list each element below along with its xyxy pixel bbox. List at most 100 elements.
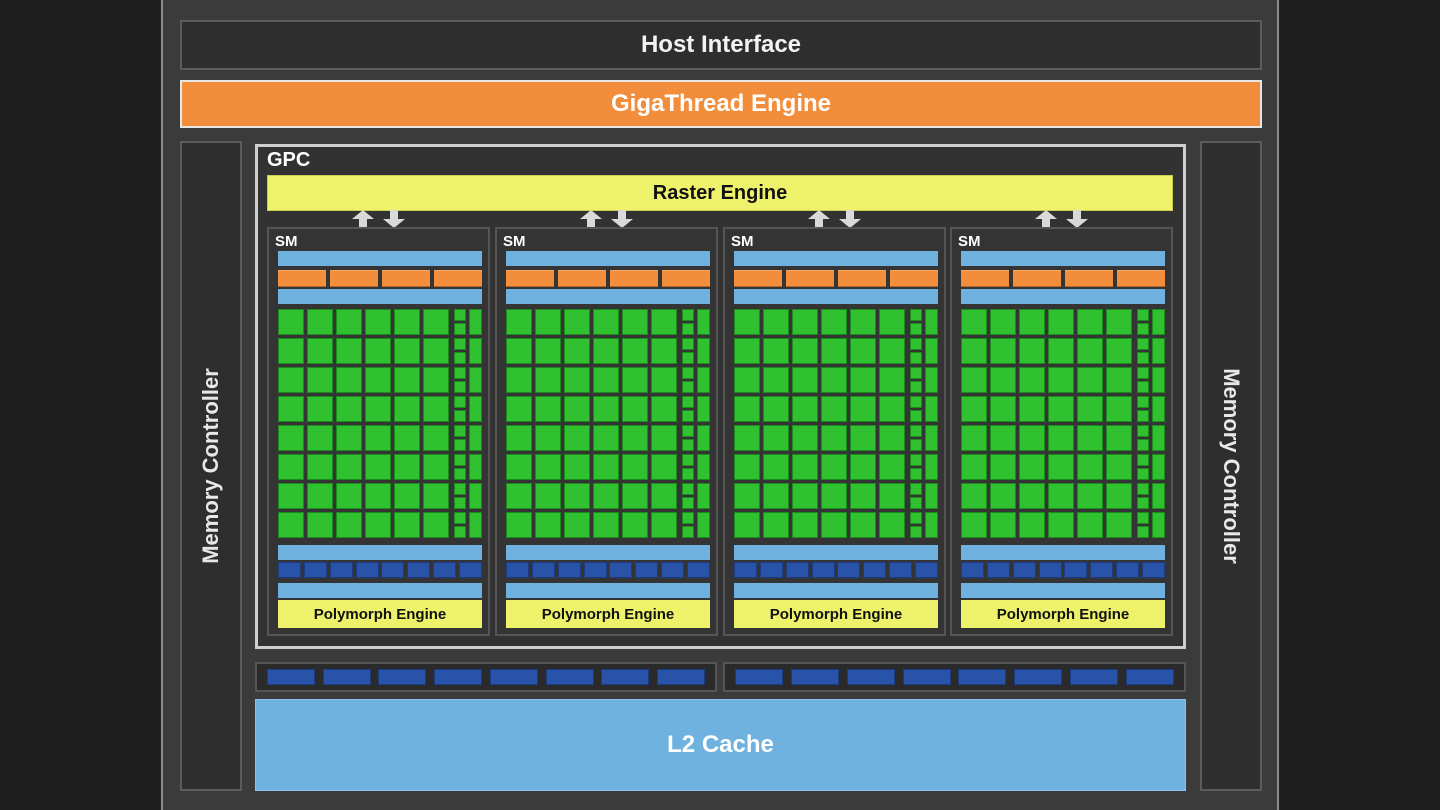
sfu-unit: [910, 439, 922, 451]
cuda-core: [763, 512, 789, 538]
interconnect-bar: [734, 545, 938, 560]
warp-scheduler-unit: [610, 270, 658, 287]
cuda-core: [307, 338, 333, 364]
sfu-unit: [910, 468, 922, 480]
memory-controller-right-label: Memory Controller: [1219, 368, 1244, 564]
cuda-core: [336, 425, 362, 451]
sm-label: SM: [275, 233, 298, 250]
cuda-core: [336, 309, 362, 335]
cache-unit: [734, 669, 783, 685]
cuda-core: [394, 483, 420, 509]
sfu-unit: [682, 468, 694, 480]
raster-engine-label: Raster Engine: [652, 181, 788, 204]
cuda-core: [278, 454, 304, 480]
memory-controller-left: Memory Controller: [180, 141, 242, 791]
cuda-core: [506, 367, 532, 393]
cache-unit: [601, 669, 650, 685]
ld-st-unit: [469, 483, 482, 509]
warp-scheduler-unit: [330, 270, 378, 287]
warp-scheduler-row: [961, 270, 1165, 287]
texture-unit: [837, 562, 861, 578]
cuda-core: [961, 512, 987, 538]
warp-scheduler-unit: [961, 270, 1009, 287]
sfu-unit: [454, 352, 466, 364]
sfu-unit: [682, 526, 694, 538]
cuda-core: [365, 396, 391, 422]
ld-st-unit: [925, 309, 938, 335]
cuda-core: [879, 367, 905, 393]
cache-unit: [1014, 669, 1063, 685]
texture-unit: [785, 562, 809, 578]
cuda-core: [850, 425, 876, 451]
cuda-core: [423, 425, 449, 451]
cuda-core: [278, 396, 304, 422]
sfu-unit: [682, 439, 694, 451]
cuda-core: [593, 425, 619, 451]
ld-st-unit: [469, 396, 482, 422]
texture-unit: [1090, 562, 1114, 578]
warp-scheduler-unit: [662, 270, 710, 287]
sfu-unit: [910, 454, 922, 466]
host-interface-block: Host Interface: [180, 20, 1262, 70]
cuda-core: [423, 338, 449, 364]
cuda-core: [593, 396, 619, 422]
cuda-core: [394, 367, 420, 393]
texture-unit: [1012, 562, 1036, 578]
ld-st-unit: [925, 425, 938, 451]
sm-label: SM: [958, 233, 981, 250]
cuda-core: [1077, 512, 1103, 538]
cuda-core: [622, 396, 648, 422]
warp-scheduler-unit: [506, 270, 554, 287]
cuda-core: [1048, 396, 1074, 422]
cuda-core: [792, 512, 818, 538]
cuda-core: [423, 396, 449, 422]
cuda-core: [506, 396, 532, 422]
texture-unit: [506, 562, 529, 578]
sfu-unit: [1137, 526, 1149, 538]
cuda-core: [792, 338, 818, 364]
cuda-core: [961, 367, 987, 393]
sfu-unit: [682, 352, 694, 364]
memory-controller-left-label: Memory Controller: [198, 368, 223, 564]
cuda-core: [307, 309, 333, 335]
texture-unit: [811, 562, 835, 578]
texture-unit: [278, 562, 301, 578]
warp-scheduler-row: [734, 270, 938, 287]
cuda-core: [336, 454, 362, 480]
sfu-unit: [910, 367, 922, 379]
cuda-core: [336, 396, 362, 422]
sfu-unit: [1137, 454, 1149, 466]
cuda-core: [336, 483, 362, 509]
ld-st-unit: [1152, 425, 1165, 451]
cuda-core: [307, 425, 333, 451]
cuda-core: [792, 454, 818, 480]
cuda-core: [850, 338, 876, 364]
sfu-unit: [1137, 323, 1149, 335]
cuda-core: [792, 396, 818, 422]
sfu-unit: [910, 410, 922, 422]
arrow-down-icon: [611, 210, 633, 228]
ld-st-unit: [697, 309, 710, 335]
ld-st-unit: [469, 338, 482, 364]
host-interface-label: Host Interface: [640, 31, 802, 58]
cuda-core: [821, 367, 847, 393]
sfu-unit: [1137, 367, 1149, 379]
ld-st-unit: [1152, 454, 1165, 480]
arrow-up-icon: [1035, 210, 1057, 228]
arrow-down-icon: [383, 210, 405, 228]
cuda-core: [961, 454, 987, 480]
cuda-core: [651, 367, 677, 393]
ld-st-unit: [697, 338, 710, 364]
cuda-core: [990, 396, 1016, 422]
cuda-core: [651, 454, 677, 480]
cuda-core: [850, 396, 876, 422]
cuda-core: [535, 309, 561, 335]
cuda-core: [1106, 338, 1132, 364]
texture-unit: [734, 562, 757, 578]
register-file-bar: [278, 289, 482, 304]
ld-st-unit: [925, 483, 938, 509]
cuda-core: [564, 425, 590, 451]
cuda-core: [850, 454, 876, 480]
